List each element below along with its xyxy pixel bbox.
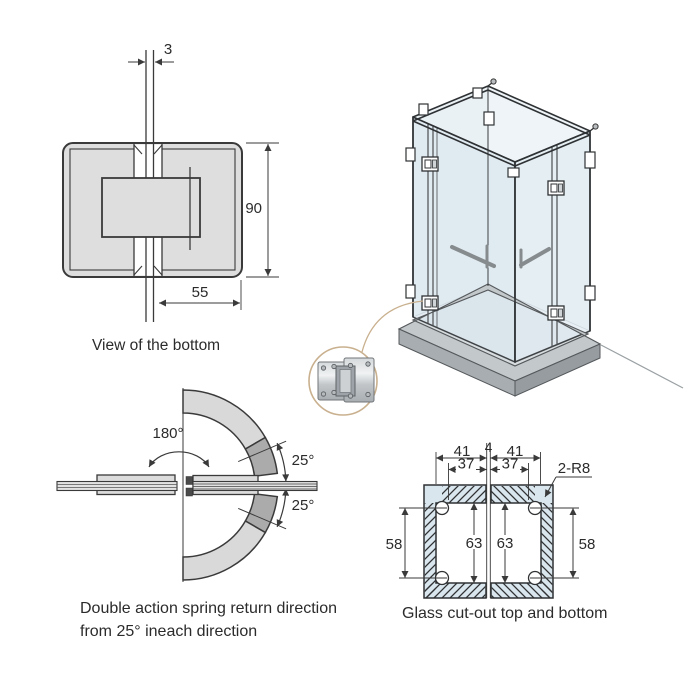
label-2-R8: 2-R8 (558, 460, 591, 477)
spring-caption-line1: Double action spring return direction (80, 600, 337, 617)
dim-glass-thickness: 3 (164, 41, 172, 58)
rail-knobs (487, 78, 599, 132)
swing-arc (182, 389, 279, 581)
dim-right-63: 63 (497, 535, 514, 552)
floor-line (600, 344, 684, 389)
corner-radius-fillets (434, 500, 543, 586)
dim-gap-4: 4 (485, 440, 493, 455)
section-hatching (424, 486, 553, 598)
bottom-view-drawing: 3 90 55 View of the bottom (62, 41, 279, 354)
dim-right-41: 41 (507, 443, 524, 460)
spring-caption-line2: from 25° ineach direction (80, 623, 257, 640)
label-upper-25-degrees: 25° (292, 452, 315, 469)
dimension-90 (246, 142, 279, 278)
dim-left-63: 63 (466, 535, 483, 552)
spring-return-diagram: 180° 25° 25° Double action spring return… (56, 388, 337, 640)
dim-body-width: 55 (192, 284, 209, 301)
hinge-product-photo (317, 357, 375, 403)
extension-lines (399, 443, 579, 598)
dim-left-58: 58 (386, 536, 403, 553)
swing-180-arrow (148, 451, 210, 468)
towel-bars (450, 244, 551, 269)
tray-rim (397, 283, 602, 397)
left-door-panel (56, 474, 178, 496)
label-lower-25-degrees: 25° (292, 497, 315, 514)
dim-right-37: 37 (502, 456, 519, 473)
hinge-photo-callout (308, 300, 424, 416)
hinge-screws (320, 361, 371, 399)
dim-right-58: 58 (579, 536, 596, 553)
dim-left-37: 37 (458, 456, 475, 473)
glass-cutout-drawing: 41 4 41 37 37 58 63 63 58 2-R8 Glass cut… (386, 440, 608, 622)
right-door-panel (192, 474, 318, 496)
hinge-center-plate (101, 177, 201, 238)
dimension-55 (159, 280, 242, 310)
pivot-block (185, 476, 193, 497)
dimension-label-backgrounds (452, 445, 526, 549)
cutout-caption: Glass cut-out top and bottom (402, 605, 607, 622)
glass-panel-lines (145, 50, 155, 322)
door-hinge-hardware (421, 156, 565, 321)
shower-enclosure-illustration (397, 78, 684, 397)
callout-leader-line (361, 300, 424, 353)
label-180-degrees: 180° (152, 425, 183, 442)
dim-body-height: 90 (245, 200, 262, 217)
radius-leader (544, 476, 592, 498)
wall-brackets (405, 87, 596, 301)
bottom-view-caption: View of the bottom (92, 337, 220, 354)
dim-left-41: 41 (454, 443, 471, 460)
